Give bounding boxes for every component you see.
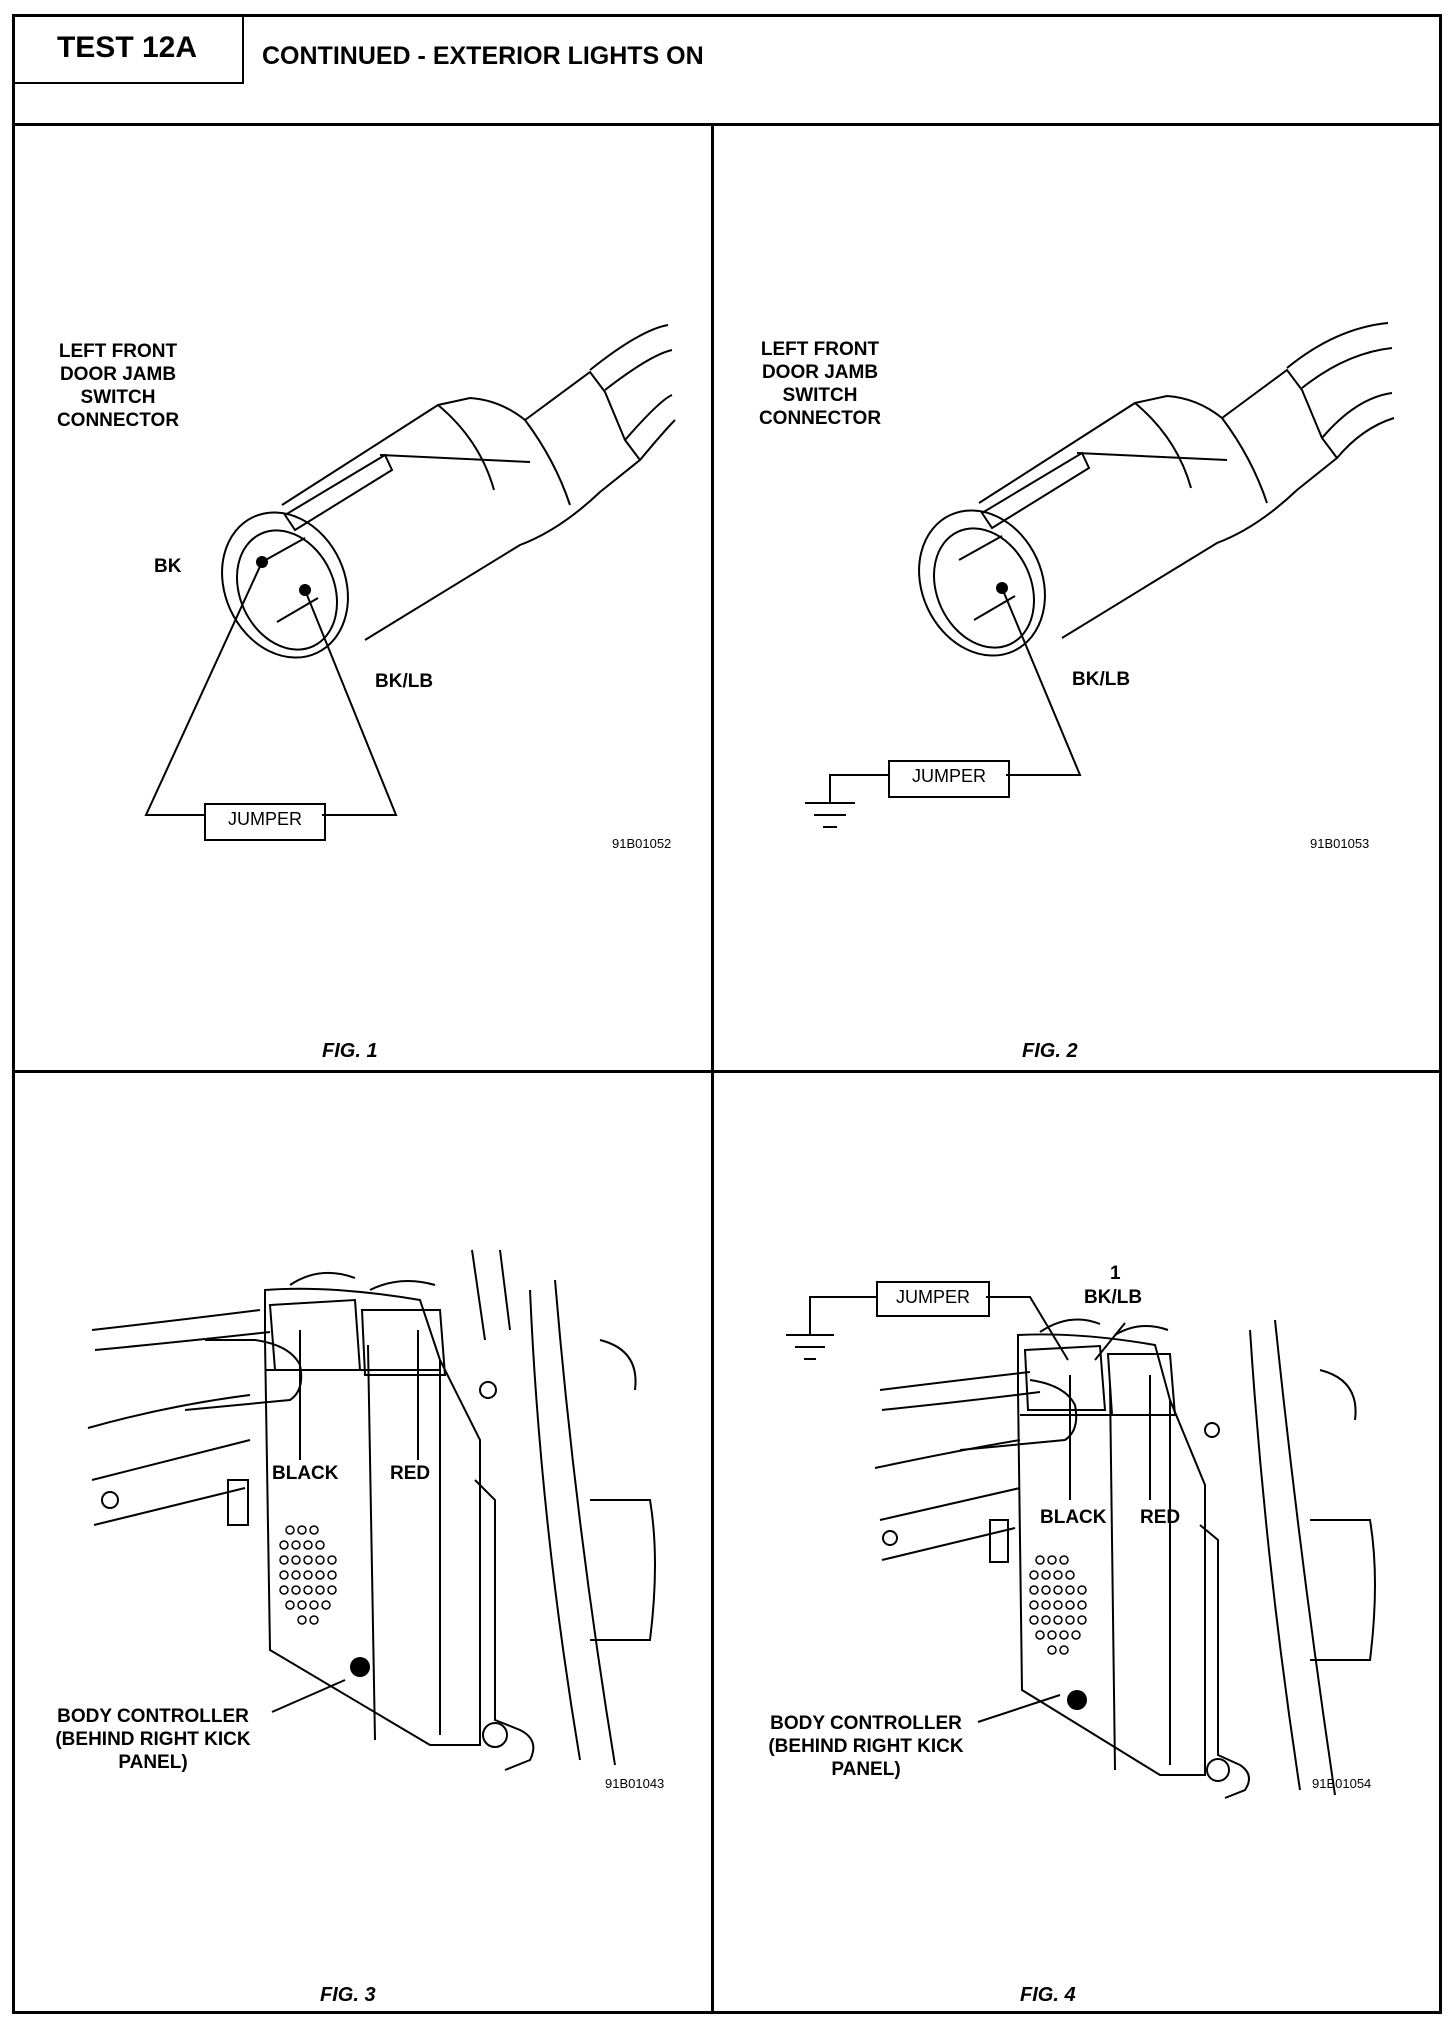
page-title: CONTINUED - EXTERIOR LIGHTS ON <box>262 42 704 70</box>
fig2-connector-label: LEFT FRONT DOOR JAMB SWITCH CONNECTOR <box>758 339 882 429</box>
page-frame <box>12 14 1442 2014</box>
fig1-connector-drawing <box>144 324 676 816</box>
horizontal-divider <box>12 1070 1442 1073</box>
fig4-jumper-box: JUMPER <box>876 1281 990 1317</box>
fig3-red-label: RED <box>390 1463 431 1484</box>
fig2-jumper-box: JUMPER <box>888 760 1010 798</box>
fig2-wire-bklb: BK/LB <box>1072 669 1131 690</box>
fig1-wire-bk: BK <box>154 556 182 577</box>
fig4-caption: FIG. 4 <box>1020 1984 1076 2006</box>
test-id: TEST 12A <box>12 14 244 84</box>
fig3-vent-holes <box>279 1525 337 1625</box>
fig1-wire-bklb: BK/LB <box>375 671 434 692</box>
fig3-code: 91B01043 <box>605 1776 665 1791</box>
fig4-black-label: BLACK <box>1040 1507 1107 1528</box>
fig4-pin-label: 1 <box>1110 1263 1121 1284</box>
fig4-vent-holes <box>1029 1555 1087 1655</box>
fig4-body-controller-label: BODY CONTROLLER (BEHIND RIGHT KICK PANEL… <box>768 1713 964 1780</box>
fig3-controller-drawing <box>87 1249 656 1771</box>
fig2-caption: FIG. 2 <box>1022 1040 1078 1062</box>
fig2-code: 91B01053 <box>1310 836 1370 851</box>
fig1-code: 91B01052 <box>612 836 672 851</box>
fig1-connector-label: LEFT FRONT DOOR JAMB SWITCH CONNECTOR <box>56 341 180 431</box>
fig3-caption: FIG. 3 <box>320 1984 376 2006</box>
fig3-body-controller-label: BODY CONTROLLER (BEHIND RIGHT KICK PANEL… <box>55 1706 251 1773</box>
fig1-caption: FIG. 1 <box>322 1040 378 1062</box>
fig4-code: 91B01054 <box>1312 1776 1372 1791</box>
fig4-wire-label: BK/LB <box>1084 1287 1143 1308</box>
fig1-jumper-box: JUMPER <box>204 803 326 841</box>
fig3-black-label: BLACK <box>272 1463 339 1484</box>
header-row <box>12 14 1442 126</box>
fig2-connector-drawing <box>805 322 1395 828</box>
